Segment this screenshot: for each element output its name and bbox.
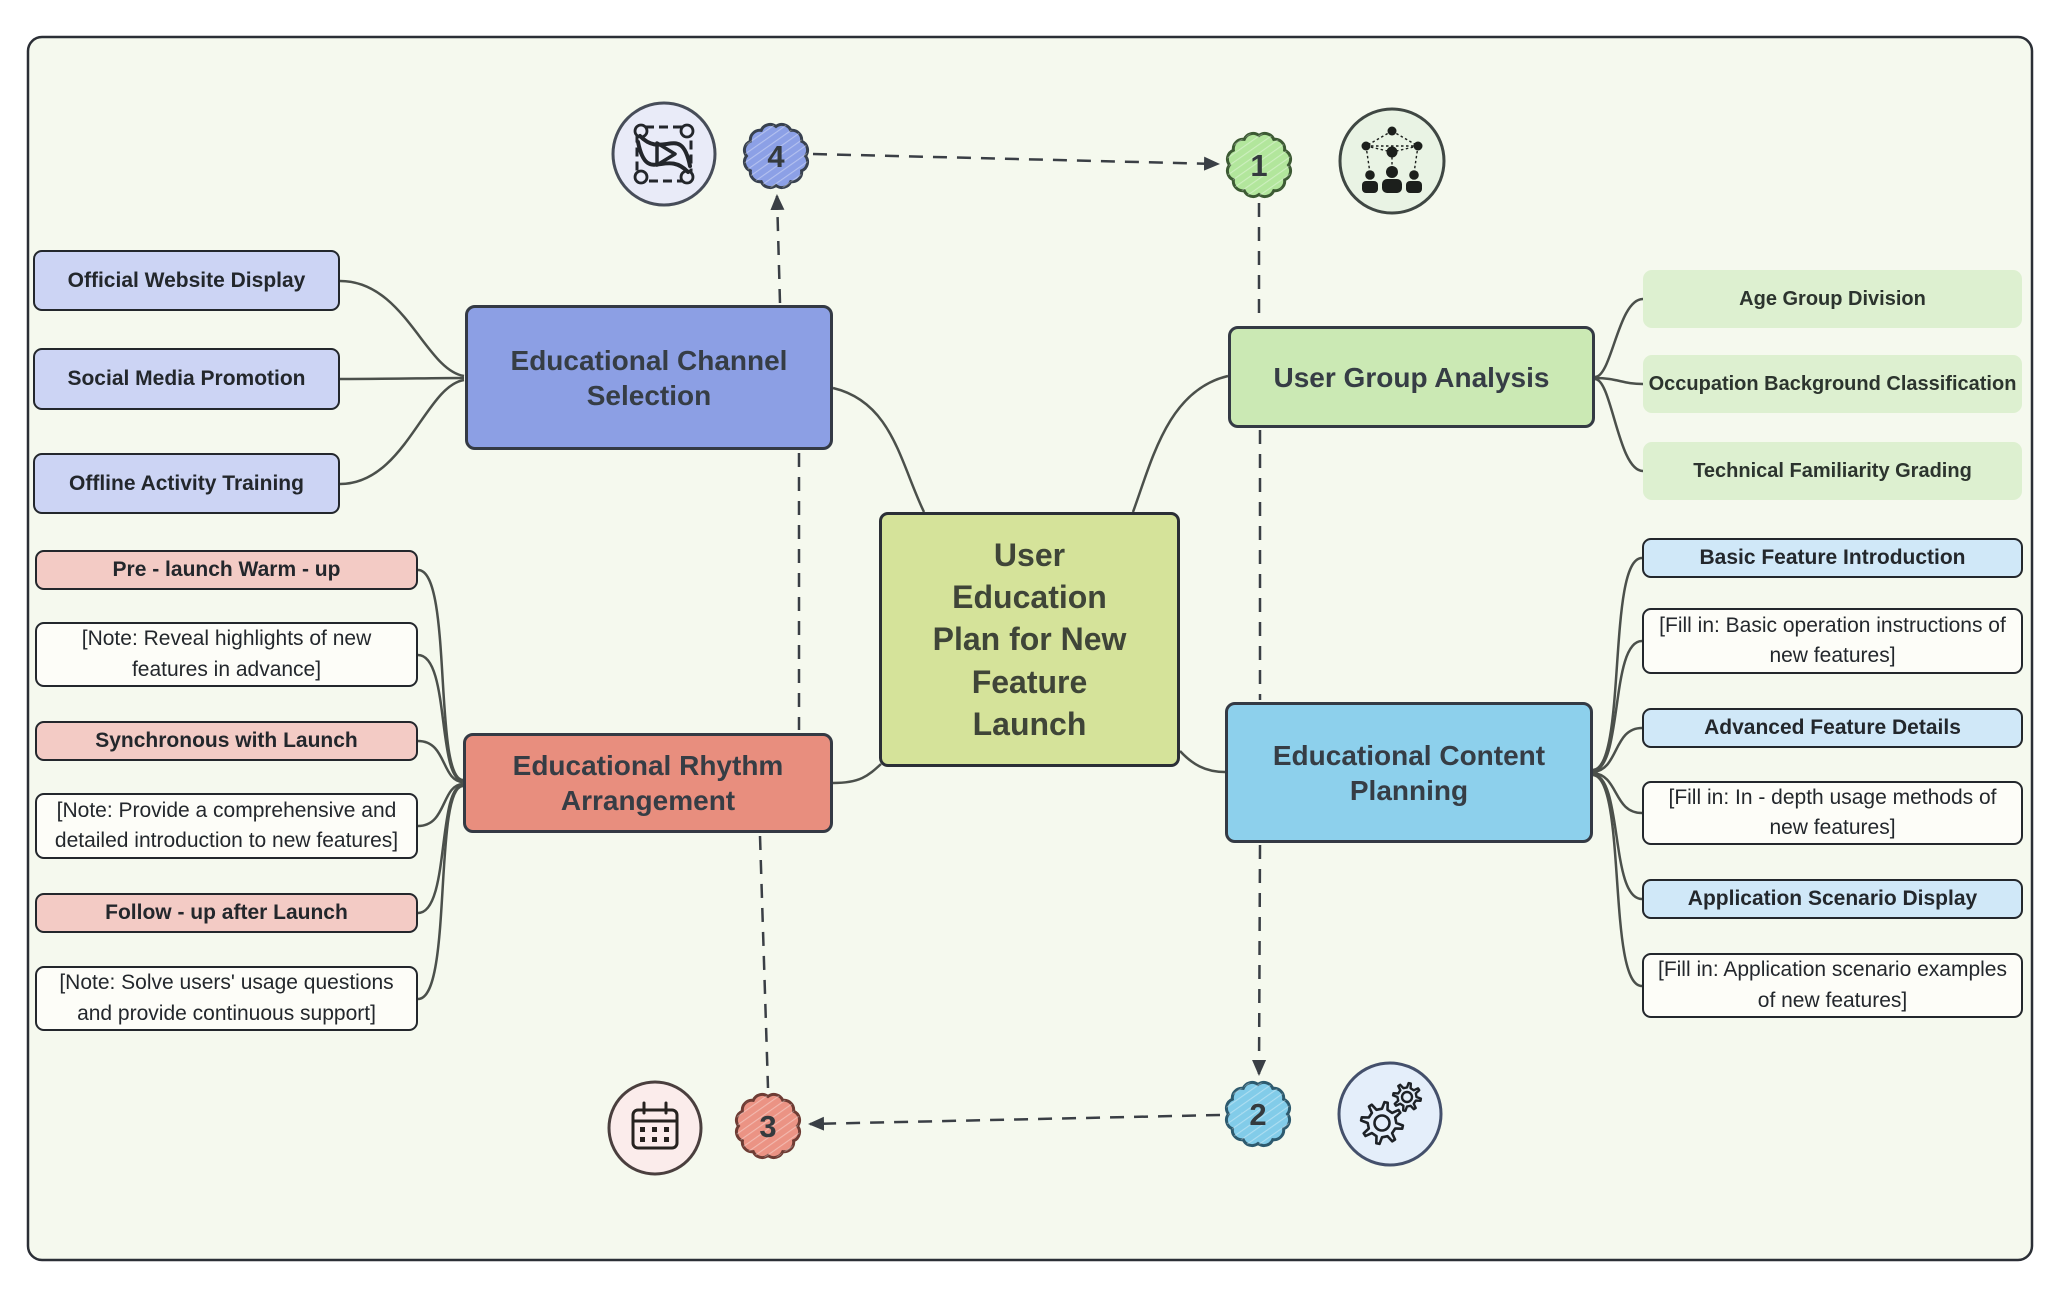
central-topic-label: User Education Plan for New Feature Laun… [932,536,1127,742]
flow-arrow-channel-to-4 [770,194,785,304]
leaf-synchronous-with-launch: Synchronous with Launch [35,721,418,761]
media-orbit-icon [611,101,717,207]
branch-educational-content-planning: Educational Content Planning [1225,702,1593,843]
badge-step-1: 1 [1226,132,1292,198]
branch-label: User Group Analysis [1273,361,1550,393]
central-topic: User Education Plan for New Feature Laun… [879,512,1180,767]
leaf-follow-up-after-launch: Follow - up after Launch [35,893,418,933]
fillin-basic-operation: [Fill in: Basic operation instructions o… [1642,608,2023,674]
leaf-offline-activity-training: Offline Activity Training [33,453,340,514]
badge-step-3: 3 [735,1093,801,1159]
tree-connectors [339,279,1644,1001]
calendar-icon [607,1080,703,1176]
branch-educational-channel-selection: Educational Channel Selection [465,305,833,450]
flow-arrow-2-to-3 [808,1113,1221,1131]
sequence-flow [758,152,1267,1131]
leaf-occupation-background-classification: Occupation Background Classification [1643,355,2022,413]
svg-text:4: 4 [767,139,785,174]
leaf-technical-familiarity-grading: Technical Familiarity Grading [1643,442,2022,500]
leaf-official-website-display: Official Website Display [33,250,340,311]
leaf-pre-launch-warm-up: Pre - launch Warm - up [35,550,418,590]
fillin-in-depth-usage: [Fill in: In - depth usage methods of ne… [1642,781,2023,845]
flow-line-rhythm-to-3 [758,835,770,1089]
badge-step-2: 2 [1225,1081,1291,1147]
badge-step-4: 4 [743,123,809,189]
svg-text:2: 2 [1249,1097,1266,1132]
svg-text:3: 3 [759,1109,776,1144]
flow-arrow-4-to-1 [812,152,1220,171]
branch-label: Educational Content Planning [1272,739,1546,806]
branch-educational-rhythm-arrangement: Educational Rhythm Arrangement [463,733,833,833]
note-follow-up: [Note: Solve users' usage questions and … [35,966,418,1031]
branch-user-group-analysis: User Group Analysis [1228,326,1595,428]
gears-icon [1337,1061,1443,1167]
note-pre-launch: [Note: Reveal highlights of new features… [35,622,418,687]
svg-text:1: 1 [1250,148,1267,183]
fillin-application-scenario: [Fill in: Application scenario examples … [1642,953,2023,1018]
branch-label: Educational Rhythm Arrangement [512,750,784,816]
leaf-advanced-feature-details: Advanced Feature Details [1642,708,2023,748]
branch-label: Educational Channel Selection [510,344,788,411]
leaf-basic-feature-introduction: Basic Feature Introduction [1642,538,2023,578]
leaf-social-media-promotion: Social Media Promotion [33,348,340,410]
note-synchronous: [Note: Provide a comprehensive and detai… [35,793,418,859]
leaf-application-scenario-display: Application Scenario Display [1642,879,2023,919]
leaf-age-group-division: Age Group Division [1643,270,2022,328]
people-network-icon [1338,107,1446,215]
